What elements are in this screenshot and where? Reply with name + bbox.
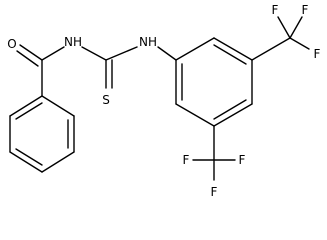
bond-aryl-ring-inner	[213, 44, 247, 65]
atom-label-fluorine: F	[272, 3, 279, 17]
atom-label-fluorine: F	[239, 153, 246, 167]
atom-label-amide-nh: NH	[64, 35, 82, 49]
atom-label-fluorine: F	[302, 3, 309, 17]
bond-benzoyl-ring	[41, 95, 75, 117]
bond-aryl-ring	[175, 37, 215, 61]
bond-aryl-ring	[175, 103, 215, 127]
bond-c-n	[105, 46, 138, 61]
bond-c-f	[277, 16, 291, 39]
bond-carbonyl-double	[16, 50, 39, 67]
bond-benzoyl-ring	[9, 151, 43, 173]
bond-carbonyl-double	[19, 44, 43, 61]
bond-n-c	[81, 46, 107, 61]
bond-benzoyl-ring-inner	[15, 148, 43, 166]
atom-label-sulfur: S	[102, 93, 110, 107]
bond-aryl-ring	[213, 103, 253, 127]
bond-aryl-ring-inner	[213, 99, 247, 120]
atom-labels: O NH S NH F F F F F F	[7, 3, 320, 199]
bond-n-aryl	[157, 46, 177, 61]
atom-label-oxygen: O	[7, 37, 16, 51]
bond-c-f	[289, 16, 303, 39]
bond-aryl-ring	[213, 37, 253, 61]
bond-c-n	[41, 46, 65, 61]
bond-ring-cf3	[251, 37, 291, 61]
bond-benzoyl-ring	[41, 151, 75, 173]
bond-benzoyl-ring-inner	[15, 102, 43, 120]
bond-benzoyl-ring	[9, 95, 43, 117]
bonds	[9, 16, 310, 181]
atom-label-fluorine: F	[211, 185, 218, 199]
atom-label-fluorine: F	[314, 47, 321, 61]
bond-c-f	[289, 37, 310, 50]
chemical-structure-diagram: O NH S NH F F F F F F	[7, 3, 320, 199]
atom-label-fluorine: F	[183, 153, 190, 167]
atom-label-thioamide-nh: NH	[139, 35, 157, 49]
